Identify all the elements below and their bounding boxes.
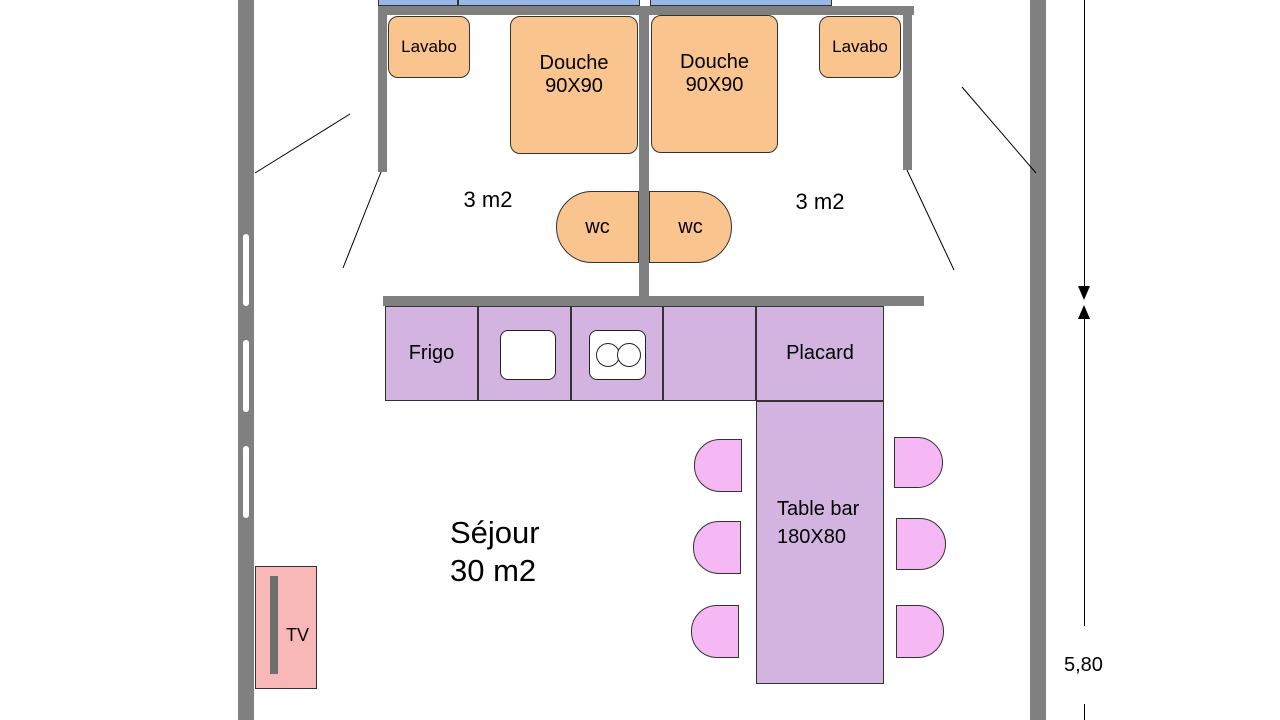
- douche-left: Douche 90X90: [510, 16, 638, 154]
- hob-icon: [589, 330, 646, 380]
- kitchen-back-wall: [383, 296, 924, 306]
- douche-right: Douche 90X90: [651, 15, 778, 153]
- lavabo-right: Lavabo: [819, 16, 901, 78]
- outer-wall-right: [1030, 0, 1046, 720]
- sejour-label: Séjour 30 m2: [450, 514, 590, 590]
- dimension-line-bottom: [1084, 704, 1085, 720]
- chair-right-2: [896, 518, 946, 570]
- window-left-3: [243, 446, 249, 518]
- table-bar-label: Table bar 180X80: [777, 498, 860, 548]
- chair-left-1: [694, 439, 742, 492]
- kitchen-frigo-label: Frigo: [408, 342, 455, 364]
- chair-right-3: [896, 605, 944, 658]
- chair-left-2: [693, 521, 741, 574]
- top-fixture-right: [650, 0, 832, 6]
- kitchen-sink-unit: [478, 306, 571, 401]
- kitchen-unit-blank: [663, 306, 756, 401]
- sejour-name: Séjour: [450, 515, 540, 550]
- chair-left-3: [691, 605, 739, 658]
- top-fixture-left-b: [458, 0, 640, 6]
- lavabo-left-label: Lavabo: [401, 37, 457, 56]
- bathroom-right-area-label: 3 m2: [795, 189, 845, 214]
- wc-left: wc: [556, 191, 639, 263]
- bathroom-right-wall: [903, 6, 912, 170]
- lavabo-right-label: Lavabo: [832, 37, 888, 56]
- tv-unit: TV: [255, 566, 317, 689]
- hob-burner-right-icon: [617, 343, 641, 367]
- tv-label: TV: [286, 625, 310, 645]
- dimension-line-upper: [1084, 0, 1085, 294]
- bathroom-left-area-label: 3 m2: [463, 187, 513, 212]
- wc-right-label: wc: [678, 215, 703, 238]
- tv-screen: [270, 576, 278, 674]
- sejour-area: 30 m2: [450, 553, 537, 588]
- kitchen-placard: Placard: [756, 306, 884, 401]
- kitchen-placard-label: Placard: [786, 342, 854, 364]
- wc-right: wc: [649, 191, 732, 263]
- window-left-1: [243, 234, 249, 306]
- table-bar: Table bar 180X80: [756, 401, 884, 684]
- window-left-2: [243, 340, 249, 412]
- chair-right-1: [894, 437, 943, 488]
- bathroom-divider-wall: [639, 6, 649, 298]
- douche-left-label: Douche 90X90: [539, 52, 609, 97]
- bathroom-left-wall: [378, 6, 387, 172]
- wc-left-label: wc: [585, 215, 610, 238]
- dimension-line-lower: [1084, 312, 1085, 626]
- bathroom-left-area: 3 m2: [448, 186, 528, 214]
- kitchen-hob-unit: [571, 306, 663, 401]
- lavabo-left: Lavabo: [388, 16, 470, 78]
- bathroom-right-area: 3 m2: [780, 188, 860, 216]
- dimension-label: 5,80: [1064, 654, 1103, 676]
- douche-right-label: Douche 90X90: [680, 51, 749, 96]
- sink-icon: [500, 330, 556, 380]
- dimension-arrow-down-icon: [1078, 286, 1090, 300]
- kitchen-frigo: Frigo: [385, 306, 478, 401]
- top-fixture-left-a: [378, 0, 458, 6]
